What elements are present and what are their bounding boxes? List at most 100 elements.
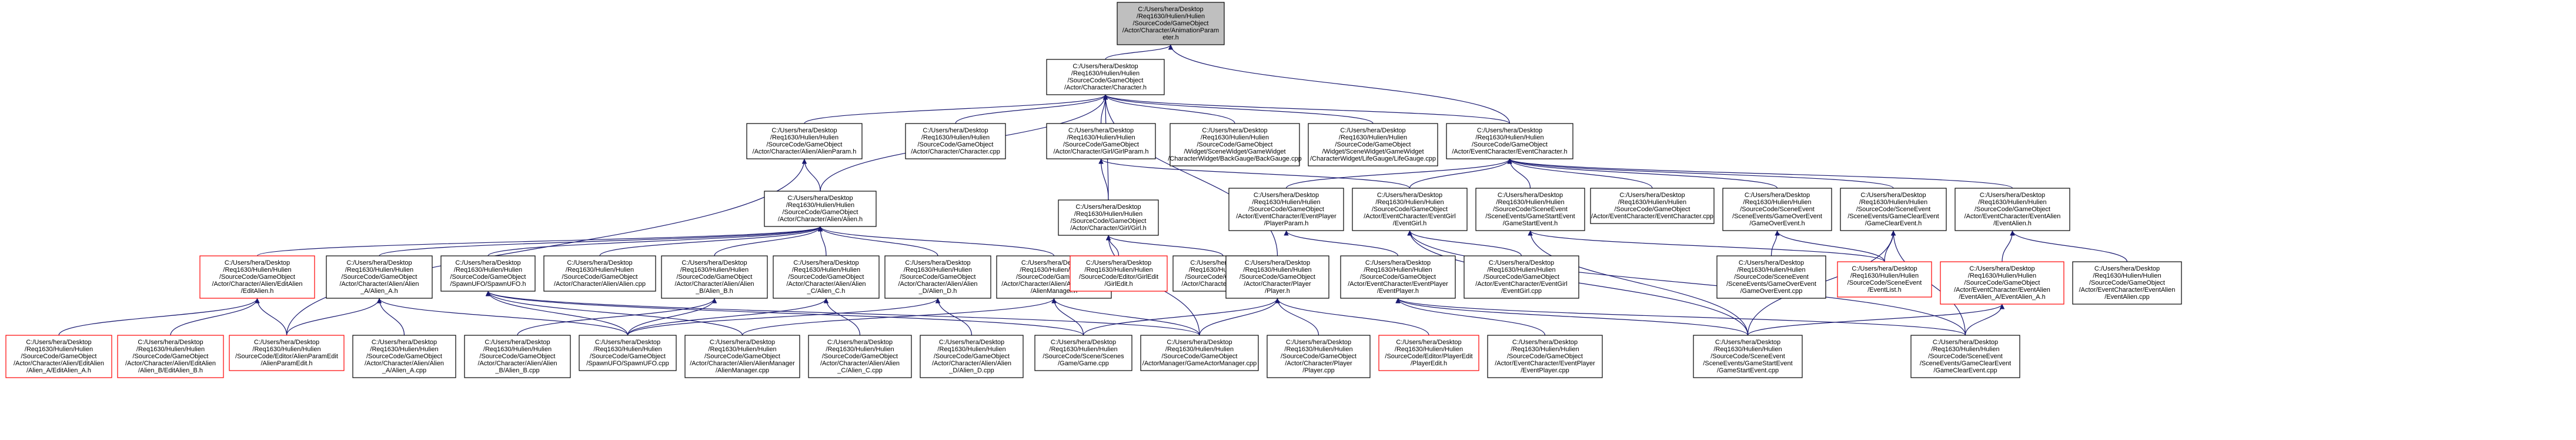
- graph-node-backgauge-cpp[interactable]: C:/Users/hera/Desktop/Req1630/Hulien/Hul…: [1168, 123, 1302, 166]
- node-box: [773, 255, 880, 299]
- node-label-line: /Actor/Character/Alien/Alien.h: [778, 216, 863, 223]
- graph-node-gameclearevent-h[interactable]: C:/Users/hera/Desktop/Req1630/Hulien/Hul…: [1840, 188, 1947, 231]
- include-edge: [286, 298, 382, 336]
- node-label-line: /SourceCode/SceneEvent: [1734, 274, 1809, 281]
- node-label-line: /SceneEvents/GameStartEvent: [1703, 360, 1792, 367]
- graph-node-game-cpp[interactable]: C:/Users/hera/Desktop/Req1630/Hulien/Hul…: [1034, 335, 1132, 371]
- node-label-line: /Req1630/Hulien/Hulien: [826, 346, 894, 353]
- graph-node-editalien-b-h[interactable]: C:/Users/hera/Desktop/Req1630/Hulien/Hul…: [117, 335, 224, 378]
- node-label-line: /Req1630/Hulien/Hulien: [1364, 266, 1432, 274]
- graph-node-alienmanager-cpp[interactable]: C:/Users/hera/Desktop/Req1630/Hulien/Hul…: [684, 335, 800, 378]
- graph-node-alien-d-cpp[interactable]: C:/Users/hera/Desktop/Req1630/Hulien/Hul…: [920, 335, 1024, 378]
- node-label-line: C:/Users/hera/Desktop: [595, 339, 660, 346]
- node-label-line: /Req1630/Hulien/Hulien: [1978, 199, 2046, 206]
- graph-node-girlparam-h[interactable]: C:/Users/hera/Desktop/Req1630/Hulien/Hul…: [1046, 123, 1156, 159]
- include-edge: [599, 226, 823, 256]
- graph-node-alienparam-h[interactable]: C:/Users/hera/Desktop/Req1630/Hulien/Hul…: [746, 123, 863, 159]
- include-edge: [485, 291, 743, 336]
- node-label-line: C:/Users/hera/Desktop: [138, 339, 203, 346]
- graph-node-alienparamedit-h[interactable]: C:/Users/hera/Desktop/Req1630/Hulien/Hul…: [229, 335, 345, 371]
- graph-node-character-cpp[interactable]: C:/Users/hera/Desktop/Req1630/Hulien/Hul…: [905, 123, 1006, 159]
- node-label-line: /Actor/Character/Girl/Girl.h: [1070, 225, 1147, 232]
- graph-node-eventcharacter-h[interactable]: C:/Users/hera/Desktop/Req1630/Hulien/Hul…: [1446, 123, 1573, 159]
- graph-node-eventplayer-h[interactable]: C:/Users/hera/Desktop/Req1630/Hulien/Hul…: [1340, 255, 1456, 299]
- graph-node-alien-a-h[interactable]: C:/Users/hera/Desktop/Req1630/Hulien/Hul…: [326, 255, 433, 299]
- include-edge: [1770, 230, 1780, 256]
- include-edge: [517, 298, 717, 336]
- include-edge: [741, 298, 1057, 336]
- graph-node-eventalien-a-h[interactable]: C:/Users/hera/Desktop/Req1630/Hulien/Hul…: [1940, 261, 2064, 305]
- graph-node-alien-d-h[interactable]: C:/Users/hera/Desktop/Req1630/Hulien/Hul…: [884, 255, 991, 299]
- node-box: [1352, 188, 1468, 231]
- node-label-line: /Req1630/Hulien/Hulien: [1713, 346, 1782, 353]
- graph-node-alien-h[interactable]: C:/Users/hera/Desktop/Req1630/Hulien/Hul…: [764, 191, 877, 227]
- graph-node-player-h[interactable]: C:/Users/hera/Desktop/Req1630/Hulien/Hul…: [1225, 255, 1329, 299]
- node-label-line: C:/Users/hera/Desktop: [1498, 192, 1563, 199]
- node-label-line: /SourceCode/GameObject: [341, 274, 417, 281]
- graph-node-eventlist-h[interactable]: C:/Users/hera/Desktop/Req1630/Hulien/Hul…: [1837, 261, 1932, 298]
- graph-node-gameoverevent-cpp[interactable]: C:/Users/hera/Desktop/Req1630/Hulien/Hul…: [1716, 255, 1826, 299]
- graph-node-root[interactable]: C:/Users/hera/Desktop/Req1630/Hulien/Hul…: [1117, 2, 1225, 45]
- graph-node-gamestartevent-cpp[interactable]: C:/Users/hera/Desktop/Req1630/Hulien/Hul…: [1693, 335, 1803, 378]
- node-label-line: /SpawnUFO/SpawnUFO.h: [450, 281, 526, 288]
- graph-node-alien-b-cpp[interactable]: C:/Users/hera/Desktop/Req1630/Hulien/Hul…: [464, 335, 571, 378]
- node-label-line: /Actor/EventCharacter/EventAlien: [2079, 286, 2176, 294]
- graph-node-playeredit-h[interactable]: C:/Users/hera/Desktop/Req1630/Hulien/Hul…: [1378, 335, 1479, 371]
- graph-node-eventcharacter-cpp[interactable]: C:/Users/hera/Desktop/Req1630/Hulien/Hul…: [1590, 188, 1715, 224]
- graph-node-alien-cpp[interactable]: C:/Users/hera/Desktop/Req1630/Hulien/Hul…: [543, 255, 656, 292]
- graph-node-eventalien-cpp[interactable]: C:/Users/hera/Desktop/Req1630/Hulien/Hul…: [2072, 261, 2182, 305]
- graph-node-gameactormanager-cpp[interactable]: C:/Users/hera/Desktop/Req1630/Hulien/Hul…: [1140, 335, 1259, 371]
- node-label-line: /Actor/Character/Alien/EditAlien: [125, 360, 216, 367]
- node-box: [579, 335, 677, 371]
- include-edge: [376, 298, 405, 336]
- graph-node-eventgirl-h[interactable]: C:/Users/hera/Desktop/Req1630/Hulien/Hul…: [1352, 188, 1468, 231]
- node-label-line: C:/Users/hera/Desktop: [905, 259, 970, 266]
- graph-node-gamestartevent-h[interactable]: C:/Users/hera/Desktop/Req1630/Hulien/Hul…: [1475, 188, 1585, 231]
- node-label-line: C:/Users/hera/Desktop: [1073, 63, 1138, 70]
- node-box: [1837, 261, 1932, 298]
- graph-node-eventalien-h[interactable]: C:/Users/hera/Desktop/Req1630/Hulien/Hul…: [1954, 188, 2070, 231]
- node-label-line: /SourceCode/GameObject: [366, 353, 442, 360]
- node-box: [5, 335, 112, 378]
- node-label-line: C:/Users/hera/Desktop: [485, 339, 550, 346]
- node-label-line: /SourceCode/GameObject: [1132, 20, 1208, 27]
- graph-node-gameclearevent-cpp[interactable]: C:/Users/hera/Desktop/Req1630/Hulien/Hul…: [1910, 335, 2020, 378]
- node-label-line: /Actor/Character/Alien/Alien: [674, 281, 754, 288]
- include-edge: [1528, 230, 1885, 262]
- node-label-line: /SourceCode/GameObject: [900, 274, 975, 281]
- node-box: [1340, 255, 1456, 299]
- graph-node-editalien-a-h[interactable]: C:/Users/hera/Desktop/Req1630/Hulien/Hul…: [5, 335, 112, 378]
- node-label-line: C:/Users/hera/Desktop: [1512, 339, 1578, 346]
- graph-node-gameoverevent-h[interactable]: C:/Users/hera/Desktop/Req1630/Hulien/Hul…: [1722, 188, 1832, 231]
- node-label-line: /Req1630/Hulien/Hulien: [921, 134, 990, 141]
- graph-node-eventplayer-cpp[interactable]: C:/Users/hera/Desktop/Req1630/Hulien/Hul…: [1487, 335, 1603, 378]
- graph-node-alien-b-h[interactable]: C:/Users/hera/Desktop/Req1630/Hulien/Hul…: [661, 255, 768, 299]
- node-label-line: /SourceCode/GameObject: [132, 353, 208, 360]
- graph-node-player-cpp[interactable]: C:/Users/hera/Desktop/Req1630/Hulien/Hul…: [1267, 335, 1371, 378]
- graph-node-eventplayer-param-h[interactable]: C:/Users/hera/Desktop/Req1630/Hulien/Hul…: [1228, 188, 1344, 231]
- node-label-line: /Req1630/Hulien/Hulien: [1137, 13, 1205, 20]
- node-label-line: /Req1630/Hulien/Hulien: [1475, 134, 1543, 141]
- graph-node-alien-a-cpp[interactable]: C:/Users/hera/Desktop/Req1630/Hulien/Hul…: [352, 335, 456, 378]
- graph-node-spawnufo-h[interactable]: C:/Users/hera/Desktop/Req1630/Hulien/Hul…: [440, 255, 536, 292]
- node-box: [920, 335, 1024, 378]
- include-edge: [1102, 94, 1235, 124]
- graph-node-girledit-h[interactable]: C:/Users/hera/Desktop/Req1630/Hulien/Hul…: [1070, 255, 1168, 292]
- graph-node-alien-c-cpp[interactable]: C:/Users/hera/Desktop/Req1630/Hulien/Hul…: [808, 335, 912, 378]
- include-edge: [627, 298, 829, 336]
- graph-node-lifegauge-cpp[interactable]: C:/Users/hera/Desktop/Req1630/Hulien/Hul…: [1308, 123, 1438, 166]
- graph-node-eventgirl-cpp[interactable]: C:/Users/hera/Desktop/Req1630/Hulien/Hul…: [1464, 255, 1579, 299]
- node-label-line: /SourceCode/GameObject: [450, 274, 526, 281]
- node-label-line: /PlayerParam.h: [1264, 220, 1309, 227]
- graph-node-editalien-h[interactable]: C:/Users/hera/Desktop/Req1630/Hulien/Hul…: [199, 255, 315, 299]
- include-edge: [486, 291, 1084, 336]
- node-box: [1840, 188, 1947, 231]
- node-box: [1716, 255, 1826, 299]
- graph-node-spawnufo-cpp[interactable]: C:/Users/hera/Desktop/Req1630/Hulien/Hul…: [579, 335, 677, 371]
- graph-node-character-h[interactable]: C:/Users/hera/Desktop/Req1630/Hulien/Hul…: [1046, 59, 1165, 95]
- node-box: [1267, 335, 1371, 378]
- graph-node-alien-c-h[interactable]: C:/Users/hera/Desktop/Req1630/Hulien/Hul…: [773, 255, 880, 299]
- node-box: [1475, 188, 1585, 231]
- graph-node-girl-h[interactable]: C:/Users/hera/Desktop/Req1630/Hulien/Hul…: [1058, 199, 1159, 236]
